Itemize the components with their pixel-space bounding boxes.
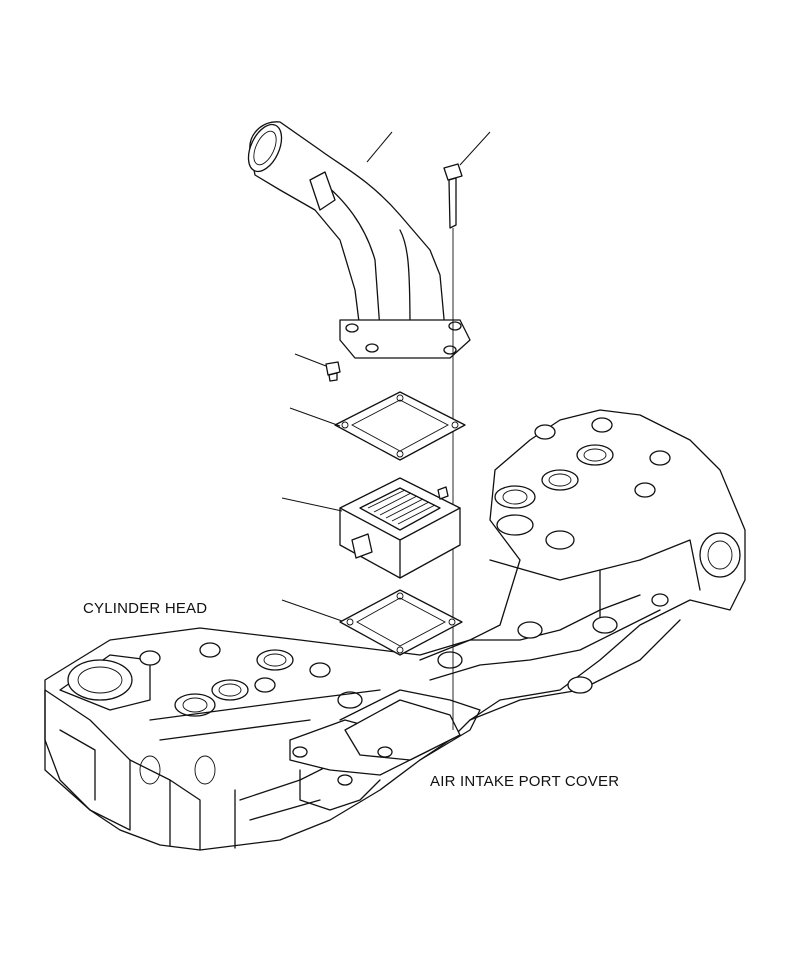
intake-elbow-pipe [247, 121, 471, 359]
lower-gasket [339, 589, 463, 656]
air-intake-port-cover-label: AIR INTAKE PORT COVER [430, 773, 620, 790]
cylinder-head-label: CYLINDER HEAD [83, 600, 208, 617]
leader-lines [281, 131, 491, 622]
intake-heater [339, 477, 461, 579]
upper-gasket [334, 391, 466, 461]
cylinder-head-assembly [44, 409, 746, 851]
mounting-bolt [443, 163, 463, 730]
small-plug-bolt [325, 361, 341, 382]
